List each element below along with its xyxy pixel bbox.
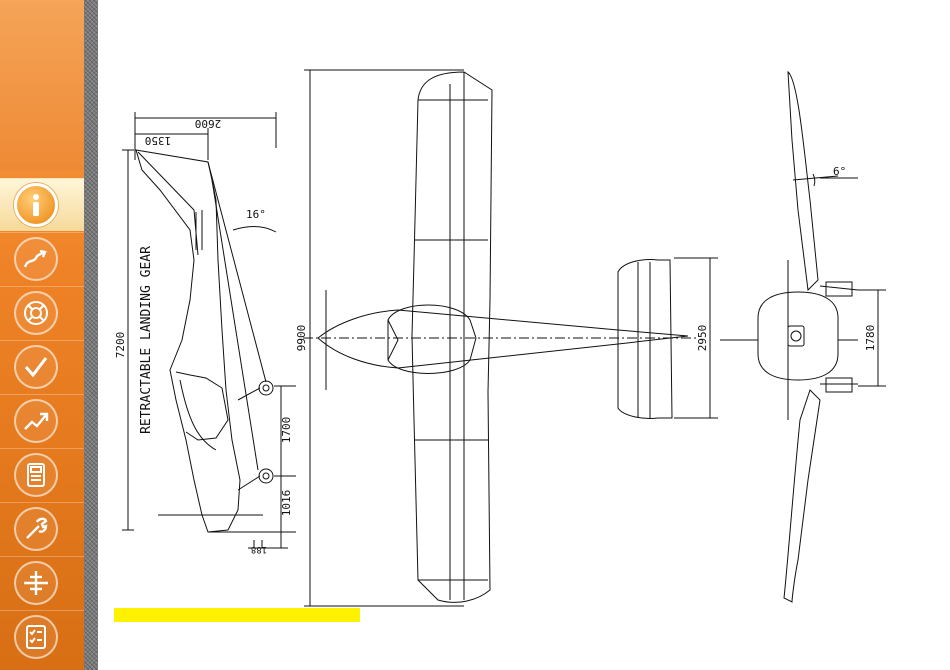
front-view (720, 72, 886, 602)
dim-gear-spacing: 1700 (280, 417, 293, 444)
sidebar-item-checklist[interactable] (0, 610, 84, 663)
dim-track: 1780 (864, 325, 877, 352)
sidebar-item-wrench[interactable] (0, 502, 84, 555)
wrench-icon (14, 507, 58, 551)
dim-top-inner: 1350 (145, 134, 172, 147)
sidebar-item-lifebuoy[interactable] (0, 286, 84, 339)
dim-tail-span: 2950 (696, 325, 709, 352)
crosshair-icon (14, 561, 58, 605)
sidebar-header (0, 0, 84, 170)
dim-length: 7200 (114, 332, 127, 359)
route-icon (14, 237, 58, 281)
angle-side: 16° (246, 208, 266, 221)
sidebar-item-crosshair[interactable] (0, 556, 84, 609)
sidebar-item-checkmark[interactable] (0, 340, 84, 393)
checkmark-icon (14, 345, 58, 389)
checklist-icon (14, 615, 58, 659)
trend-up-icon (14, 399, 58, 443)
dim-wingspan: 9900 (295, 325, 308, 352)
sidebar (0, 0, 84, 670)
texture-strip (84, 0, 98, 670)
calculator-icon (14, 453, 58, 497)
info-icon (14, 183, 58, 227)
sidebar-item-calculator[interactable] (0, 448, 84, 501)
sidebar-item-route[interactable] (0, 232, 84, 285)
drawing-canvas: 2600 1350 7200 RETRACTABLE LANDING GEAR … (98, 0, 950, 670)
lifebuoy-icon (14, 291, 58, 335)
dim-small: 188 (251, 544, 267, 554)
caption-highlight-bar (114, 608, 360, 622)
sidebar-item-info[interactable] (0, 178, 84, 231)
landing-gear-note: RETRACTABLE LANDING GEAR (139, 246, 154, 434)
dim-gear-bottom: 1016 (280, 490, 293, 517)
aircraft-three-view-drawing: 2600 1350 7200 RETRACTABLE LANDING GEAR … (98, 0, 950, 670)
dim-top-outer: 2600 (195, 117, 222, 130)
angle-front: 6° (833, 165, 846, 178)
sidebar-item-trend-up[interactable] (0, 394, 84, 447)
top-view (303, 70, 718, 606)
